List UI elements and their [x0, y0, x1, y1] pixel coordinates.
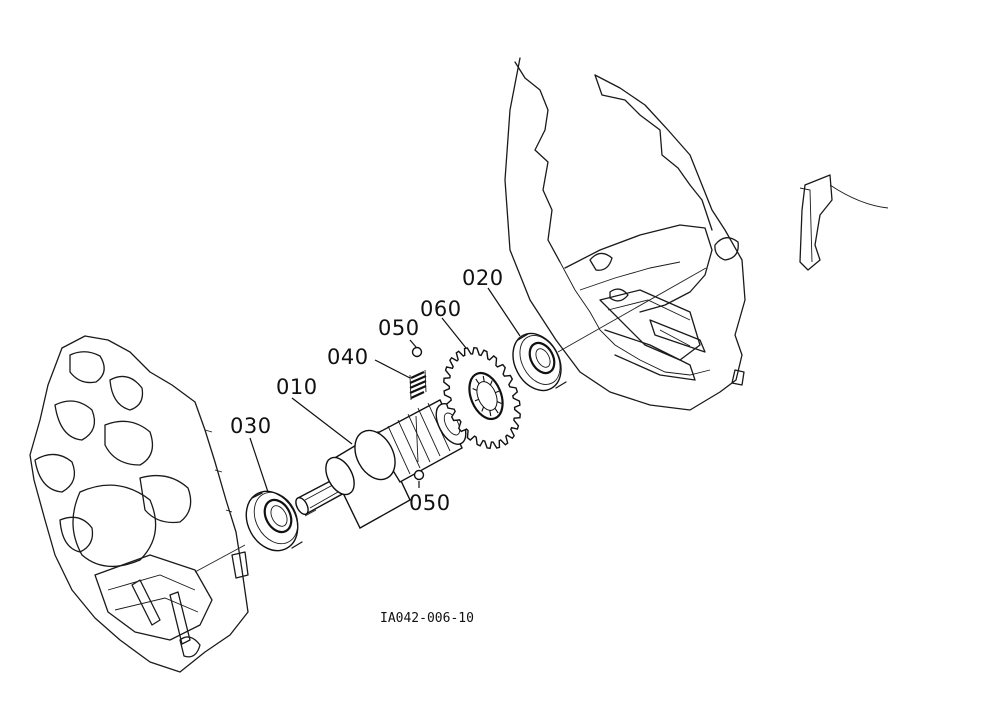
- gear-spline-mark: [489, 410, 492, 417]
- leader-lines: [249, 287, 521, 493]
- bearing-030: [245, 490, 303, 552]
- bearing-020: [512, 332, 567, 392]
- gear-spline-mark: [495, 390, 500, 394]
- part-label-010: 010: [276, 375, 318, 399]
- gear-spline-mark: [474, 398, 479, 402]
- gear-spline-mark: [482, 375, 485, 382]
- part-label-030: 030: [230, 414, 272, 438]
- shaft-010: [295, 399, 467, 529]
- drawing-reference-code: IA042-006-10: [380, 611, 474, 626]
- gear-spline-mark: [481, 406, 485, 412]
- right-transmission-case: [504, 57, 889, 411]
- part-label-050-top: 050: [378, 316, 420, 340]
- gear-spline-mark: [489, 380, 493, 386]
- gear-spline-mark: [475, 378, 480, 385]
- spring-040: [409, 369, 427, 401]
- ball-050-top: [411, 346, 423, 358]
- gear-spline-mark: [496, 400, 502, 405]
- gear-spline-mark: [494, 407, 499, 414]
- part-label-040: 040: [327, 345, 369, 369]
- gear-spline-mark: [472, 387, 478, 392]
- gear-teeth-outline: [443, 346, 521, 450]
- assembly-axis: [194, 267, 707, 573]
- gear-060: [443, 346, 521, 450]
- left-transmission-case: [29, 335, 249, 673]
- ball-050-bottom: [413, 469, 425, 481]
- part-label-020: 020: [462, 266, 504, 290]
- part-label-050-bottom: 050: [409, 491, 451, 515]
- gear-hub: [468, 371, 504, 421]
- part-label-060: 060: [420, 297, 462, 321]
